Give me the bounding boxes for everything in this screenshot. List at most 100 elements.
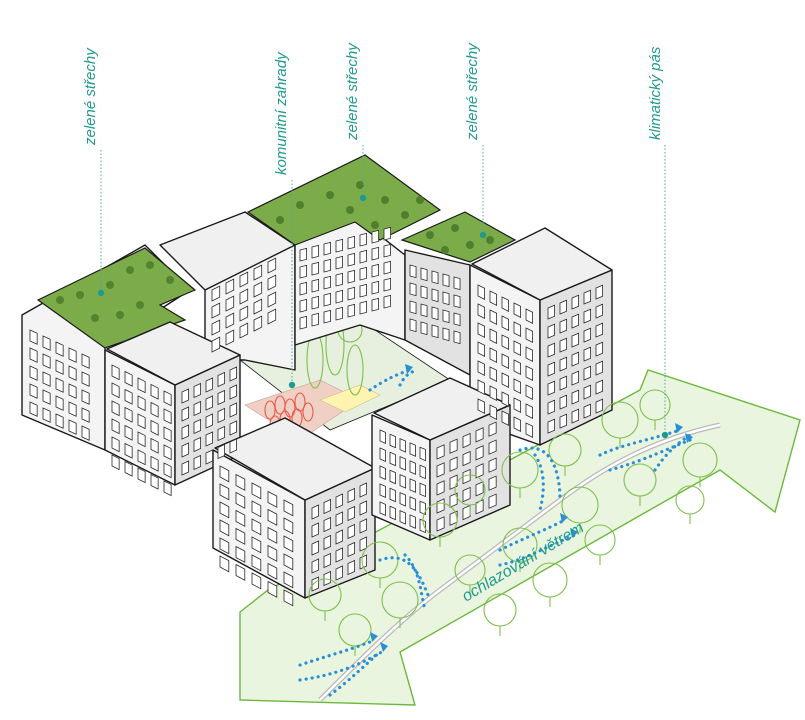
window [572, 295, 579, 309]
window [410, 319, 416, 332]
window [372, 247, 379, 260]
window [443, 292, 449, 305]
window [236, 565, 245, 581]
tree [484, 594, 516, 626]
window [420, 465, 426, 478]
window [432, 271, 438, 284]
window [372, 230, 379, 243]
window [360, 284, 367, 297]
window [548, 362, 555, 376]
window [596, 399, 603, 413]
window [380, 502, 386, 515]
window [390, 452, 396, 465]
window [410, 301, 416, 314]
window [548, 324, 555, 338]
window [348, 287, 355, 300]
window [360, 301, 367, 314]
window [324, 276, 331, 289]
window [312, 262, 319, 275]
window [380, 448, 386, 461]
window [421, 286, 427, 299]
window [410, 265, 416, 278]
label-community-gardens: komunitní zahrady [273, 51, 290, 175]
window [400, 493, 406, 506]
label-green-roofs-1: zelené střechy [82, 47, 99, 146]
window [360, 267, 367, 280]
window [348, 270, 355, 283]
window [384, 227, 391, 240]
window [548, 419, 555, 433]
window [384, 278, 391, 291]
window [384, 261, 391, 274]
window [443, 310, 449, 323]
window [596, 342, 603, 356]
window [336, 273, 343, 286]
window [560, 300, 567, 314]
window [584, 347, 591, 361]
window [324, 242, 331, 255]
window [560, 395, 567, 409]
window [443, 328, 449, 341]
window [360, 233, 367, 246]
window [390, 470, 396, 483]
window [560, 319, 567, 333]
window [432, 307, 438, 320]
window [336, 290, 343, 303]
window [560, 338, 567, 352]
window [560, 376, 567, 390]
window [348, 304, 355, 317]
window [300, 316, 307, 329]
window [400, 475, 406, 488]
window [548, 305, 555, 319]
window [454, 277, 460, 290]
window [560, 414, 567, 428]
window [572, 390, 579, 404]
window [572, 333, 579, 347]
window [548, 343, 555, 357]
window [348, 236, 355, 249]
window [410, 283, 416, 296]
window [400, 457, 406, 470]
label-green-roofs-2: zelené střechy [344, 42, 361, 141]
window [584, 385, 591, 399]
window [596, 304, 603, 318]
window [336, 307, 343, 320]
window [584, 366, 591, 380]
window [312, 279, 319, 292]
window [400, 439, 406, 452]
window [324, 293, 331, 306]
window [584, 404, 591, 418]
window [372, 281, 379, 294]
tree [676, 486, 704, 514]
window [572, 352, 579, 366]
window [384, 244, 391, 257]
window [596, 285, 603, 299]
window [548, 400, 555, 414]
window [432, 325, 438, 338]
window [584, 309, 591, 323]
window [300, 299, 307, 312]
window [390, 434, 396, 447]
window [380, 484, 386, 497]
window [421, 268, 427, 281]
window [454, 313, 460, 326]
window [410, 479, 416, 492]
window [348, 253, 355, 266]
window [220, 556, 229, 572]
window [572, 409, 579, 423]
window [410, 461, 416, 474]
label-green-roofs-3: zelené střechy [464, 42, 481, 141]
tree [533, 563, 567, 597]
label-climate-belt: klimatický pás [647, 46, 664, 140]
window [410, 443, 416, 456]
window [584, 290, 591, 304]
window [572, 371, 579, 385]
window [300, 282, 307, 295]
window [372, 298, 379, 311]
window [312, 245, 319, 258]
window [380, 466, 386, 479]
window [384, 295, 391, 308]
window [560, 357, 567, 371]
window [454, 331, 460, 344]
